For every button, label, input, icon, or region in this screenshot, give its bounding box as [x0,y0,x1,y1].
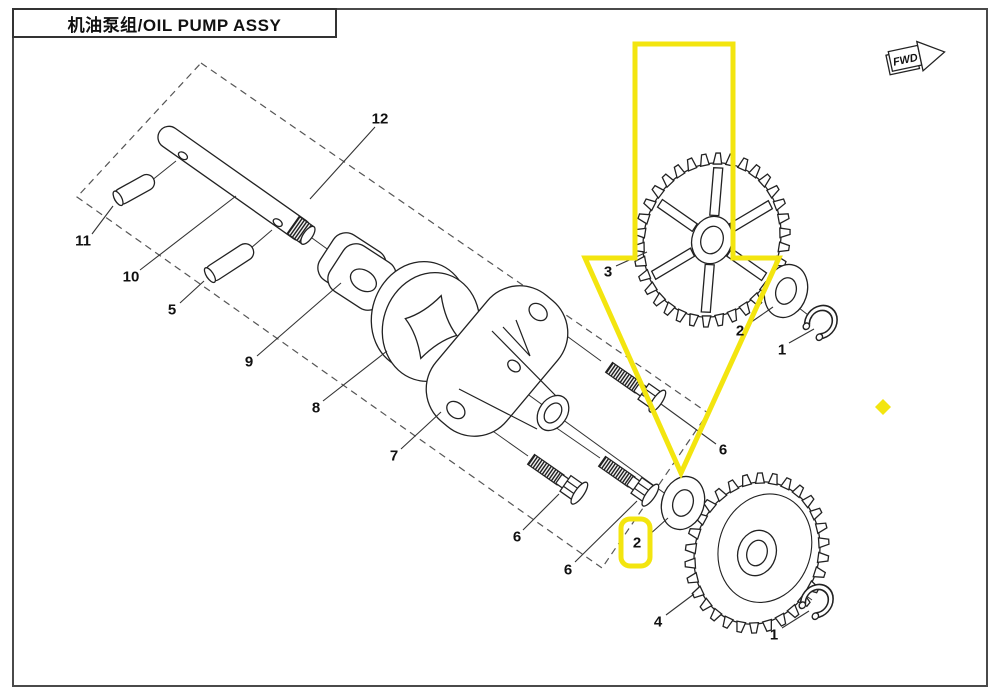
part-shaft [157,125,316,245]
part-pin-lower [203,243,255,284]
part-bolt-middle [597,455,660,507]
part-bolt-left [526,453,589,505]
highlight-dot [875,399,891,415]
page-title-text: 机油泵组/OIL PUMP ASSY [67,15,282,35]
page-title: 机油泵组/OIL PUMP ASSY [12,8,337,38]
part-pump-body [425,285,570,437]
highlight-overlays [581,41,891,569]
part-pin-upper [112,173,156,207]
part-washer-top [763,263,809,319]
part-circlip-top [802,304,838,342]
highlight-box [618,516,653,569]
leader-lines [91,126,815,629]
fwd-label: FWD [892,52,919,69]
fwd-icon: FWD [885,40,946,76]
part-washer-bottom [660,475,706,531]
part-gear-small [684,472,830,634]
part-circlip-bottom [798,583,834,621]
part-gear-large [633,152,791,328]
highlight-arrow [581,41,783,480]
